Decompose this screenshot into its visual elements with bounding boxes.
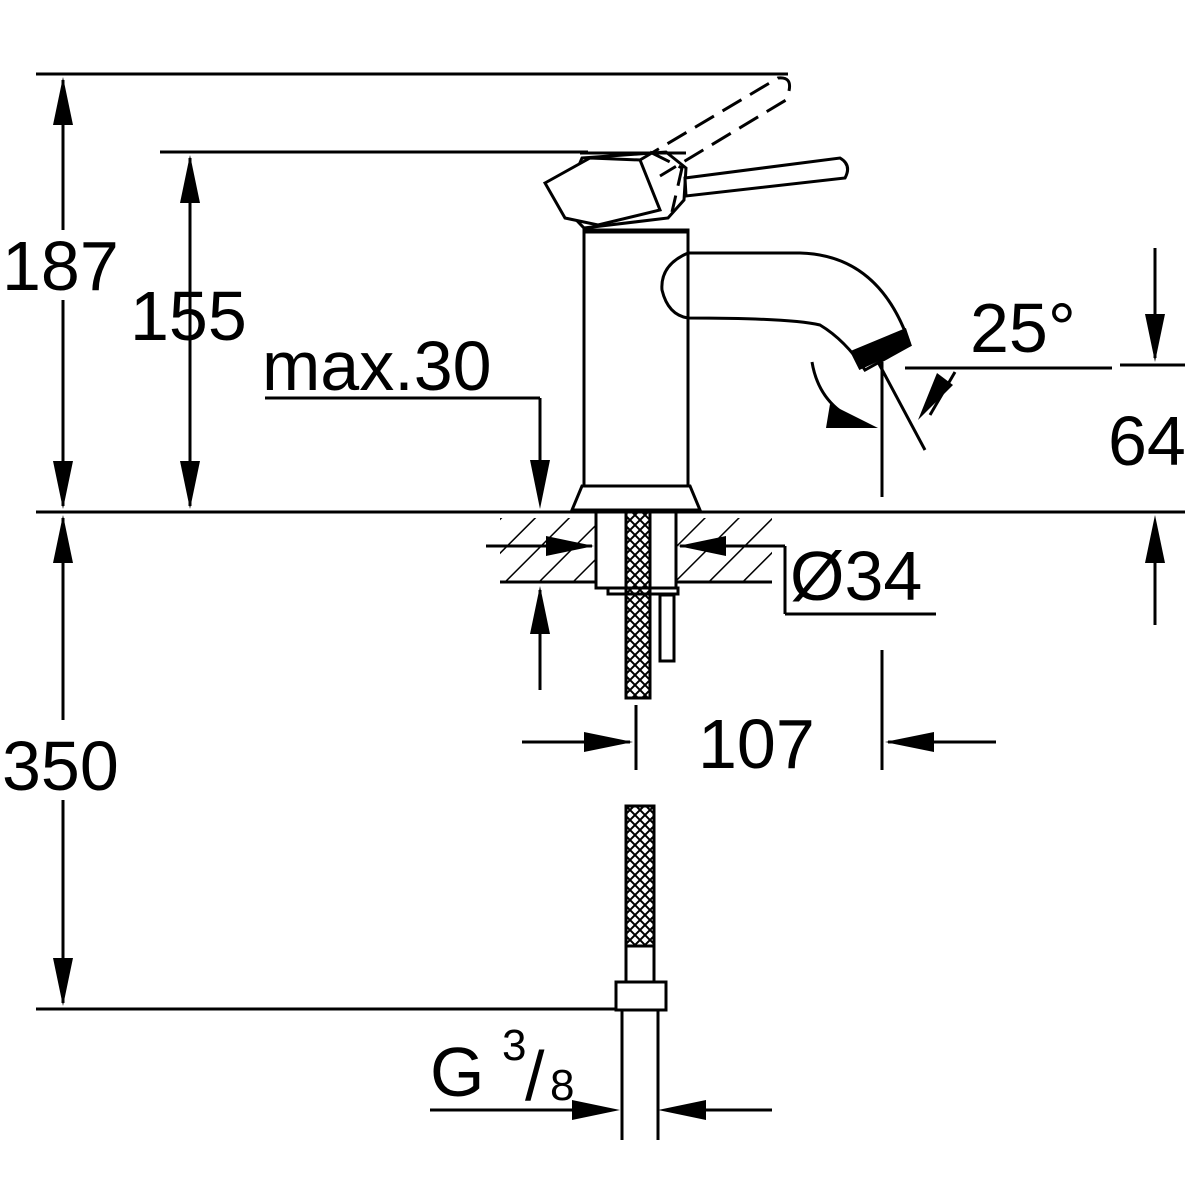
thread-denominator: 8 bbox=[550, 1061, 574, 1110]
spout-height-label: 64 bbox=[1108, 402, 1186, 480]
spout-reach-label: 107 bbox=[698, 705, 815, 783]
arrow-down-icon bbox=[530, 460, 550, 509]
arrow-up-icon bbox=[53, 515, 73, 563]
arrow-up-icon bbox=[53, 77, 73, 125]
arrow-down-icon bbox=[53, 461, 73, 509]
hole-diameter-label: Ø34 bbox=[790, 537, 922, 615]
dimension-155: 155 bbox=[130, 155, 247, 509]
arrow-up-icon bbox=[530, 586, 550, 634]
dimension-64: 64 bbox=[1108, 248, 1186, 625]
thread-prefix: G bbox=[430, 1033, 484, 1111]
arrow-down-icon bbox=[53, 958, 73, 1006]
thread-numerator: 3 bbox=[502, 1021, 526, 1070]
dimension-swivel-angle: 25° bbox=[810, 289, 1112, 497]
max-thickness-label: max.30 bbox=[262, 327, 492, 405]
lever-height-label: 155 bbox=[130, 277, 247, 355]
arrow-down-icon bbox=[1145, 314, 1165, 362]
dimension-187: 187 bbox=[2, 77, 119, 509]
faucet-body bbox=[542, 150, 912, 512]
dimension-thread: G 3 / 8 bbox=[430, 1021, 772, 1120]
hose-length-label: 350 bbox=[2, 727, 119, 805]
arrow-down-left-icon bbox=[918, 373, 953, 420]
thread-slash: / bbox=[525, 1037, 545, 1115]
dimension-107: 107 bbox=[522, 650, 996, 783]
total-height-label: 187 bbox=[2, 227, 119, 305]
swivel-angle-label: 25° bbox=[970, 289, 1076, 367]
arrow-down-icon bbox=[180, 461, 200, 509]
lever-raised-position bbox=[639, 76, 792, 213]
arrow-left-icon bbox=[885, 732, 934, 752]
arrow-right-icon bbox=[584, 732, 633, 752]
countertop-section bbox=[500, 518, 772, 584]
arrow-up-icon bbox=[1145, 515, 1165, 563]
arrow-right-icon bbox=[826, 404, 878, 428]
dimension-350: 350 bbox=[2, 515, 119, 1006]
arrow-up-icon bbox=[180, 155, 200, 203]
arrow-right-icon bbox=[572, 1100, 620, 1120]
supply-hose bbox=[594, 510, 680, 1140]
arrow-left-icon bbox=[658, 1100, 706, 1120]
dimension-max-30: max.30 bbox=[262, 327, 550, 509]
